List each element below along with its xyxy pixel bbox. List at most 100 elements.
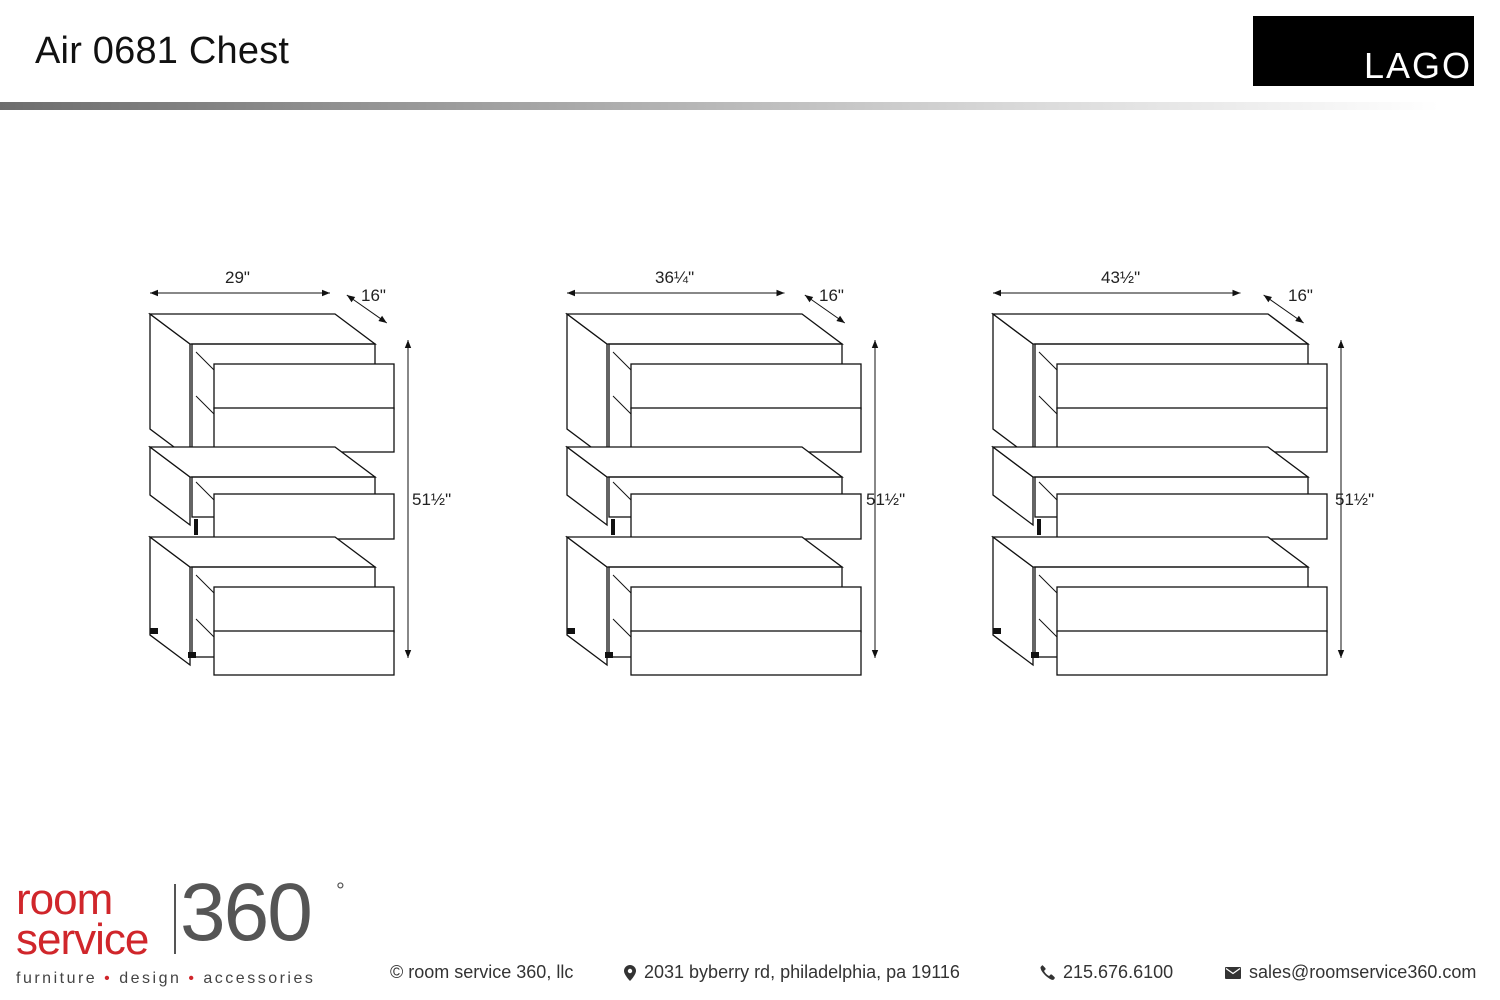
tagline-accessories: accessories [203,970,316,987]
chest-diagram [991,289,1345,676]
chest-foot [1031,652,1039,658]
dimension-line [1263,294,1304,324]
email-text: sales@roomservice360.com [1249,962,1477,982]
depth-dimension: 16" [1288,286,1313,305]
dimension-arrowhead [404,650,412,658]
logo-word-room: room [16,875,113,924]
dimension-arrowhead [378,315,387,323]
drawer-runner [195,395,215,415]
drawer-front [213,630,395,676]
chest-top-panel [565,313,844,345]
drawer-runner [612,351,632,371]
chest-diagram [565,289,879,676]
company-text: © room service 360, llc [390,962,574,982]
dimension-arrowhead [1263,295,1272,303]
dimension-arrowhead [150,289,158,297]
chest-foot [605,652,613,658]
dimension-arrowhead [1295,315,1304,323]
dimension-arrowhead [1232,289,1241,297]
dimension-arrowhead [993,289,1001,297]
chest-drawing-36: 36¼" 16" 51½" [557,250,905,690]
company-copyright: © room service 360, llc [390,962,573,983]
chest-foot [188,652,196,658]
phone-icon [1040,965,1055,980]
tagline-separator: • [188,970,197,987]
dimension-arrowhead [836,315,845,323]
chest-top-panel [991,446,1310,478]
chest-shadow [611,519,615,535]
lago-logo: LAGO [1253,16,1474,86]
drawer-front [1056,493,1328,540]
company-address: 2031 byberry rd, philadelphia, pa 19116 [624,962,960,983]
drawer-front [213,493,395,540]
chest-shadow [194,519,198,535]
chest-top-panel [148,313,377,345]
chest-top-panel [148,446,377,478]
depth-dimension: 16" [819,286,844,305]
drawer-front [630,586,862,633]
dimension-arrowhead [404,340,412,348]
drawer-front [213,586,395,633]
drawer-runner [1038,481,1058,501]
dimension-arrowhead [776,289,785,297]
drawer-front [1056,586,1328,633]
company-phone: 215.676.6100 [1040,962,1173,983]
address-text: 2031 byberry rd, philadelphia, pa 19116 [644,962,960,982]
drawer-runner [612,574,632,594]
tagline-furniture: furniture [16,970,98,987]
dimension-arrowhead [1337,340,1345,348]
dimension-arrowhead [804,295,814,303]
drawer-runner [1038,395,1058,415]
chest-foot [993,628,1001,634]
dimension-arrowhead [871,340,879,348]
company-email: sales@roomservice360.com [1225,962,1476,983]
tagline-separator: • [104,970,113,987]
dimension-arrowhead [567,289,575,297]
drawer-runner [1038,351,1058,371]
logo-number: 360 [180,867,313,958]
drawer-runner [195,481,215,501]
page-title: Air 0681 Chest [35,30,290,72]
dimension-arrowhead [322,289,330,297]
logo-degree: ° [336,878,345,903]
width-dimension: 36¼" [655,268,695,287]
drawer-front [1056,363,1328,410]
drawer-front [630,493,862,540]
dimension-arrowhead [346,295,356,303]
phone-text: 215.676.6100 [1063,962,1174,982]
logo-tagline: furniture • design • accessories [16,970,315,988]
width-dimension: 29" [225,268,250,287]
depth-dimension: 16" [361,286,386,305]
envelope-icon [1225,966,1241,979]
width-dimension: 43½" [1101,268,1141,287]
drawer-runner [612,618,632,638]
chest-foot [150,628,158,634]
drawer-runner [195,574,215,594]
logo-word-service: service [16,915,149,964]
drawer-runner [612,395,632,415]
drawer-front [1056,630,1328,676]
chest-top-panel [991,313,1310,345]
drawer-runner [195,351,215,371]
drawer-front [213,407,395,453]
dimension-line [804,294,846,324]
chest-top-panel [991,536,1310,568]
drawer-runner [612,481,632,501]
chest-shadow [1037,519,1041,535]
chest-top-panel [148,536,377,568]
drawer-front [630,407,862,453]
lago-logo-text: LAGO [1363,45,1472,86]
dimension-arrowhead [1337,650,1345,658]
height-dimension: 51½" [1335,490,1375,509]
chest-top-panel [565,446,844,478]
drawer-runner [1038,574,1058,594]
map-pin-icon [624,964,636,981]
dimension-line [346,294,388,324]
logo-divider [174,884,176,954]
drawer-front [1056,407,1328,453]
drawer-runner [1038,618,1058,638]
header-divider [0,102,1440,110]
chest-drawing-29: 29" 16" 51½" [140,250,470,690]
chest-foot [567,628,575,634]
height-dimension: 51½" [412,490,452,509]
